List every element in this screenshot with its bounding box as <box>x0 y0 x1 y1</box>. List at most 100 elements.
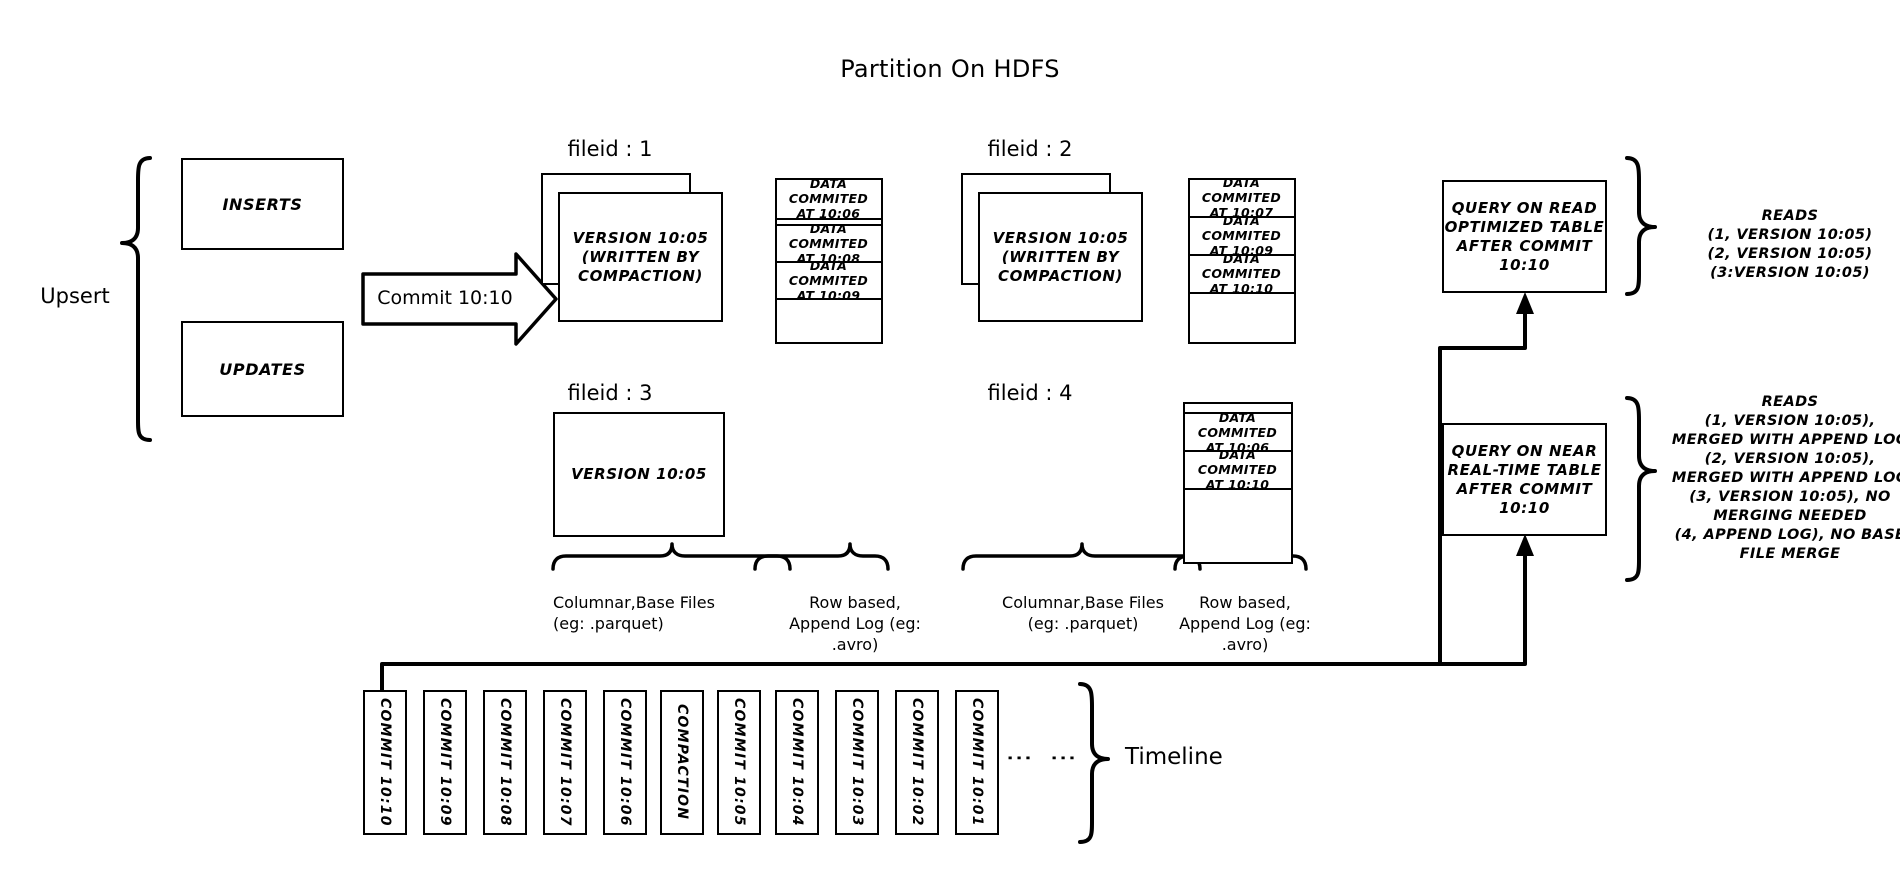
reads-read-optimized: READS (1, VERSION 10:05) (2, VERSION 10:… <box>1660 207 1900 283</box>
fileid-3-base-file[interactable]: VERSION 10:05 <box>553 412 725 537</box>
timeline-item-2[interactable]: COMMIT 10:08 <box>483 690 527 835</box>
log-entry-line-2: AT 10:06 <box>796 206 861 221</box>
reads-line: READS <box>1761 208 1819 224</box>
query-box-line: OPTIMIZED TABLE <box>1444 217 1605 236</box>
timeline-item-7[interactable]: COMMIT 10:04 <box>775 690 819 835</box>
brace-base-files-2 <box>961 542 1202 571</box>
timeline-ellipsis-2: ⋮ <box>1048 745 1078 773</box>
log-entry-line-1: DATA COMMITED <box>1201 213 1282 243</box>
timeline-item-label: COMMIT 10:01 <box>969 698 985 827</box>
arrowhead-read-optimized <box>1516 292 1534 314</box>
reads-line: FILE MERGE <box>1739 546 1841 562</box>
fileid-1-heading: fileid : 1 <box>567 137 653 161</box>
timeline-item-label: COMMIT 10:06 <box>617 698 633 827</box>
timeline-item-10[interactable]: COMMIT 10:01 <box>955 690 999 835</box>
updates-label: UPDATES <box>219 359 306 379</box>
log-entry[interactable]: DATA COMMITED AT 10:06 <box>774 176 883 221</box>
caption-line: Append Log (eg: <box>789 614 921 633</box>
timeline-item-label: COMMIT 10:10 <box>377 698 393 827</box>
reads-line: (2, VERSION 10:05) <box>1707 246 1873 262</box>
fileid-3-base-line-1: VERSION 10:05 <box>571 465 707 483</box>
reads-line: (1, VERSION 10:05), <box>1704 413 1876 429</box>
fileid-1-append-log: DATA COMMITED AT 10:06 DATA COMMITED AT … <box>774 176 883 344</box>
log-entry-line-1: DATA COMMITED <box>1197 447 1278 477</box>
brace-base-files-1 <box>551 542 792 571</box>
timeline-item-4[interactable]: COMMIT 10:06 <box>603 690 647 835</box>
caption-base-files-2: Columnar,Base Files (eg: .parquet) <box>963 592 1203 634</box>
fileid-3-heading: fileid : 3 <box>567 381 653 405</box>
inserts-label: INSERTS <box>222 194 303 214</box>
timeline-item-label: COMPACTION <box>674 704 690 821</box>
query-near-real-time-box[interactable]: QUERY ON NEAR REAL-TIME TABLE AFTER COMM… <box>1442 423 1607 536</box>
reads-line: (3, VERSION 10:05), NO <box>1689 489 1891 505</box>
fileid-1-base-file[interactable]: VERSION 10:05 (WRITTEN BY COMPACTION) <box>558 192 723 322</box>
log-entry-line-1: DATA COMMITED <box>788 221 869 251</box>
log-entry-line-2: AT 10:09 <box>796 287 861 303</box>
caption-base-files-1: Columnar,Base Files (eg: .parquet) <box>553 592 793 634</box>
inserts-box[interactable]: INSERTS <box>181 158 344 250</box>
timeline-item-label: COMMIT 10:07 <box>557 698 573 827</box>
commit-arrow-label[interactable]: Commit 10:10 <box>377 287 513 309</box>
arrowhead-near-real-time <box>1516 534 1534 556</box>
log-entry[interactable]: DATA COMMITED AT 10:09 <box>1187 213 1296 258</box>
caption-append-log-1: Row based, Append Log (eg: .avro) <box>760 592 950 655</box>
fileid-2-base-file[interactable]: VERSION 10:05 (WRITTEN BY COMPACTION) <box>978 192 1143 322</box>
log-entry[interactable]: DATA COMMITED AT 10:07 <box>1187 175 1296 220</box>
caption-line: Append Log (eg: <box>1179 614 1311 633</box>
reads-line: MERGED WITH APPEND LOG <box>1671 432 1900 448</box>
caption-line: .avro) <box>831 635 879 654</box>
query-box-line: QUERY ON READ <box>1451 198 1598 217</box>
fileid-2-append-log: DATA COMMITED AT 10:07 DATA COMMITED AT … <box>1187 175 1296 344</box>
caption-line: (eg: .parquet) <box>1027 614 1139 633</box>
reads-line: MERGING NEEDED <box>1713 508 1867 524</box>
log-entry-line-1: DATA COMMITED <box>1201 175 1282 205</box>
fileid-1-base-line-1: VERSION 10:05 <box>572 228 709 247</box>
reads-brace-1 <box>1625 156 1657 296</box>
reads-line: (2, VERSION 10:05), <box>1704 451 1876 467</box>
log-entry[interactable]: DATA COMMITED AT 10:06 <box>1182 409 1293 455</box>
log-entry[interactable]: DATA COMMITED AT 10:10 <box>1182 447 1293 492</box>
reads-line: (4, APPEND LOG), NO BASE <box>1674 527 1900 543</box>
fileid-2-heading: fileid : 2 <box>987 137 1073 161</box>
caption-line: Row based, <box>1199 593 1291 612</box>
timeline-item-0[interactable]: COMMIT 10:10 <box>363 690 407 835</box>
fileid-2-base-line-2: (WRITTEN BY <box>1001 247 1120 266</box>
log-entry-line-1: DATA COMMITED <box>788 257 869 288</box>
caption-line: Row based, <box>809 593 901 612</box>
timeline-ellipsis-1: ⋮ <box>1004 745 1034 773</box>
timeline-item-label: COMMIT 10:05 <box>731 698 747 827</box>
fileid-4-heading: fileid : 4 <box>987 381 1073 405</box>
fileid-2-base-line-3: COMPACTION) <box>997 266 1124 285</box>
caption-line: Columnar,Base Files <box>553 593 715 612</box>
timeline-item-label: COMMIT 10:02 <box>909 698 925 827</box>
timeline-item-1[interactable]: COMMIT 10:09 <box>423 690 467 835</box>
timeline-item-3[interactable]: COMMIT 10:07 <box>543 690 587 835</box>
timeline-item-label: COMMIT 10:03 <box>849 698 865 827</box>
query-box-line: 10:10 <box>1499 255 1550 274</box>
page-title: Partition On HDFS <box>840 55 1060 83</box>
timeline-item-label: COMMIT 10:09 <box>437 698 453 827</box>
updates-box[interactable]: UPDATES <box>181 321 344 417</box>
log-entry[interactable]: DATA COMMITED AT 10:09 <box>774 257 883 303</box>
timeline-item-6[interactable]: COMMIT 10:05 <box>717 690 761 835</box>
fileid-4-append-log: DATA COMMITED AT 10:06 DATA COMMITED AT … <box>1182 402 1293 564</box>
timeline-item-label: COMMIT 10:08 <box>497 698 513 827</box>
reads-near-real-time: READS (1, VERSION 10:05), MERGED WITH AP… <box>1655 393 1900 564</box>
reads-line: (3:VERSION 10:05) <box>1710 265 1870 281</box>
caption-line: (eg: .parquet) <box>553 614 664 633</box>
timeline-label: Timeline <box>1125 744 1223 770</box>
query-read-optimized-box[interactable]: QUERY ON READ OPTIMIZED TABLE AFTER COMM… <box>1442 180 1607 293</box>
reads-line: MERGED WITH APPEND LOG <box>1671 470 1900 486</box>
log-entry-line-1: DATA COMMITED <box>1197 409 1278 440</box>
timeline-item-8[interactable]: COMMIT 10:03 <box>835 690 879 835</box>
query-box-line: 10:10 <box>1499 498 1550 517</box>
log-entry[interactable]: DATA COMMITED AT 10:10 <box>1187 251 1296 296</box>
query-box-line: REAL-TIME TABLE <box>1447 460 1602 479</box>
timeline-item-9[interactable]: COMMIT 10:02 <box>895 690 939 835</box>
timeline-item-label: COMMIT 10:04 <box>789 698 805 827</box>
query-box-line: AFTER COMMIT <box>1456 479 1593 498</box>
caption-line: Columnar,Base Files <box>1002 593 1164 612</box>
timeline-item-5[interactable]: COMPACTION <box>660 690 704 835</box>
